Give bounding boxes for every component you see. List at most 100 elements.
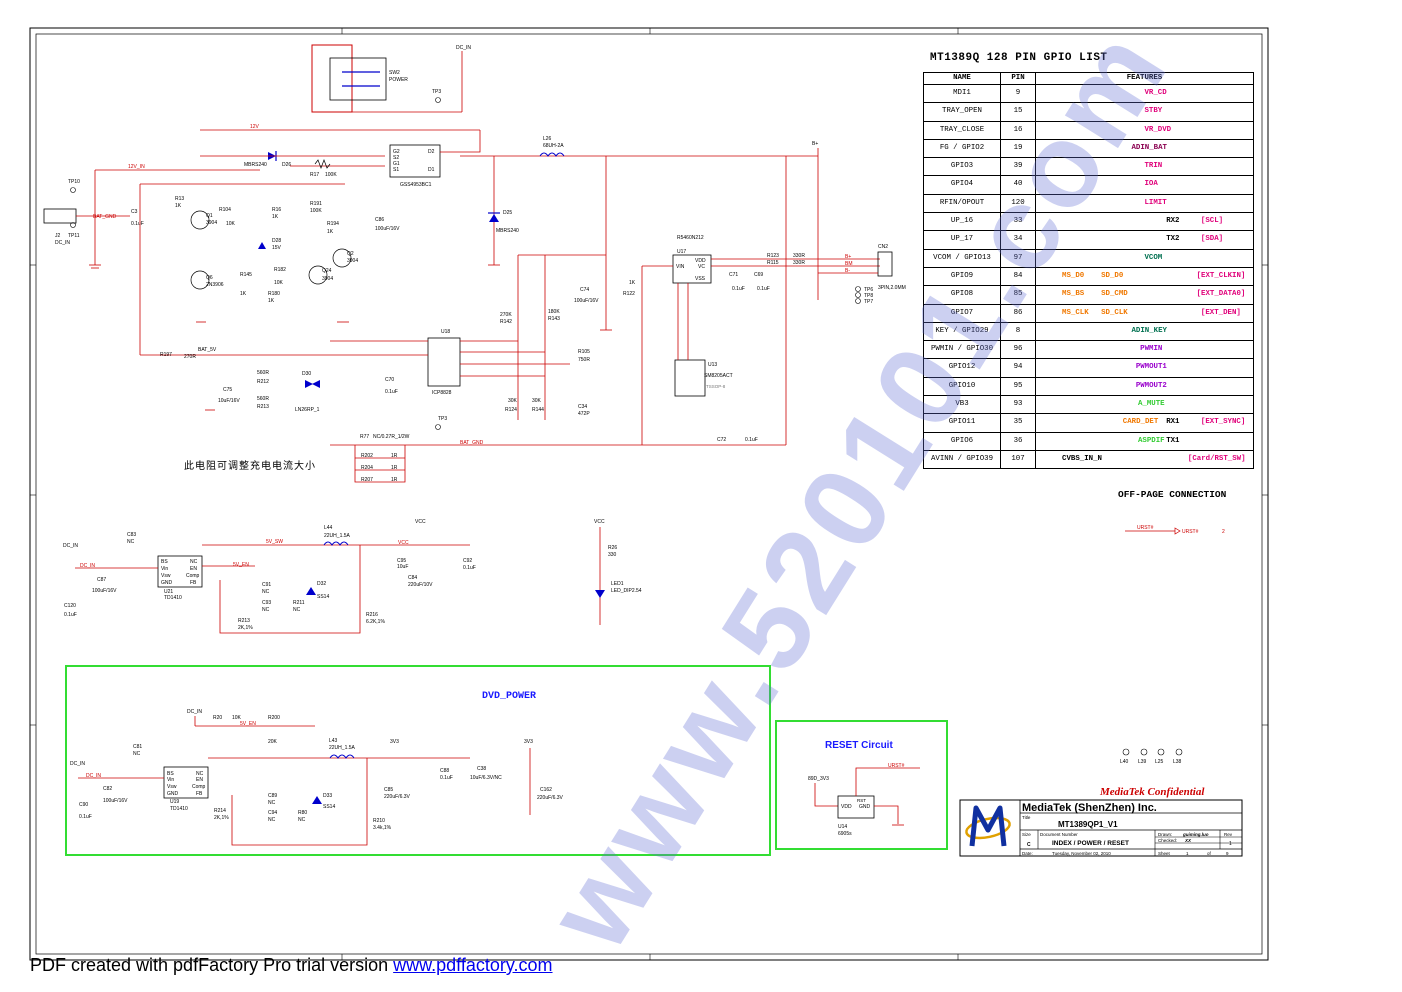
gpio-pin-cell: 33 bbox=[1000, 212, 1036, 232]
bat-5v-label: BAT_5V bbox=[198, 347, 217, 353]
gpio-name-cell: GPIO11 bbox=[923, 413, 1001, 433]
r104-value: 10K bbox=[226, 221, 236, 227]
r77-value: NC/0.27R_1/2W bbox=[373, 434, 410, 440]
c81-label: C81 bbox=[133, 744, 142, 750]
gpio-feature: ASPDIF bbox=[1137, 436, 1165, 445]
r213-value: 560R bbox=[257, 396, 269, 402]
tp7-label: TP7 bbox=[864, 299, 873, 305]
r145-label: R145 bbox=[240, 272, 252, 278]
footer-text: PDF created with pdfFactory Pro trial ve… bbox=[30, 955, 394, 975]
gss-d2: D2 bbox=[428, 149, 435, 155]
gpio-name-cell: KEY / GPIO29 bbox=[923, 321, 1001, 342]
mid-5v-section: DC_IN C83 NC BS Vin Vsw GND NC EN Comp F… bbox=[63, 519, 642, 634]
dvd-3v3-right-label: 3V3 bbox=[524, 739, 533, 745]
u19-gnd: GND bbox=[167, 791, 179, 797]
gpio-pin-cell: 85 bbox=[1000, 285, 1036, 305]
tb-size-label: Size bbox=[1022, 832, 1031, 837]
title-block: MediaTek (ShenZhen) Inc. Title MT1389QP1… bbox=[959, 799, 1243, 857]
j2-dcin-label: DC_IN bbox=[55, 240, 70, 246]
vcc-label: VCC bbox=[415, 519, 426, 525]
gpio-feature: [Card/RST_SW] bbox=[1187, 454, 1246, 463]
dvd-dcin-left: DC_IN bbox=[70, 761, 85, 767]
gpio-feature: RX2 bbox=[1166, 217, 1180, 226]
tb-date: Tuesday, November 02, 2010 bbox=[1052, 851, 1111, 856]
gpio-name-cell: TRAY_CLOSE bbox=[923, 120, 1001, 140]
gpio-feature: [EXT_DEN] bbox=[1200, 308, 1241, 317]
c82-label: C82 bbox=[103, 786, 112, 792]
tb-of: 9 bbox=[1226, 851, 1229, 856]
gss4953-label: GSS4953BC1 bbox=[400, 182, 432, 188]
u21-fb: FB bbox=[190, 580, 197, 586]
gpio-feature-cell: A_MUTE bbox=[1035, 395, 1254, 415]
d33-value: SS14 bbox=[323, 804, 335, 810]
gpio-pin-cell: 34 bbox=[1000, 230, 1036, 250]
u19-vsw: Vsw bbox=[167, 784, 177, 790]
mid-dcin-label: DC_IN bbox=[63, 543, 78, 549]
q24-label: Q24 bbox=[322, 268, 332, 274]
d33-label: D33 bbox=[323, 793, 332, 799]
c34-value: 472P bbox=[578, 411, 590, 417]
u21-vin: Vin bbox=[161, 566, 168, 572]
l26-label: L26 bbox=[543, 136, 552, 142]
c71-label: C71 bbox=[729, 272, 738, 278]
gss-g2: G2 bbox=[393, 149, 400, 155]
c3-label: C3 bbox=[131, 209, 138, 215]
gpio-name-cell: VCOM / GPIO13 bbox=[923, 248, 1001, 268]
gpio-feature-cell: STBY bbox=[1035, 102, 1254, 122]
outer-frame bbox=[29, 27, 1269, 961]
mounting-holes: L40 L39 L25 L38 bbox=[1120, 748, 1183, 765]
r142-label: R142 bbox=[500, 319, 512, 325]
dvd-dcin-top: DC_IN bbox=[187, 709, 202, 715]
gpio-name-cell: GPIO6 bbox=[923, 431, 1001, 451]
r207-label: R207 bbox=[361, 477, 373, 483]
j2-label: J2 bbox=[55, 233, 61, 239]
u21-value: TD1410 bbox=[164, 595, 182, 601]
gpio-feature-cell: VR_DVD bbox=[1035, 120, 1254, 140]
u17-value: R5460N212 bbox=[677, 235, 704, 241]
c70-value: 0.1uF bbox=[385, 389, 398, 395]
gpio-feature: [SCL] bbox=[1200, 217, 1224, 226]
u13-label: U13 bbox=[708, 362, 717, 368]
tb-drawn: guiming.luo bbox=[1182, 832, 1209, 837]
tb-docnum-label: Document Number bbox=[1040, 832, 1078, 837]
c3-value: 0.1uF bbox=[131, 221, 144, 227]
off-page-sheet-num: 2 bbox=[1222, 529, 1225, 535]
tb-title: MT1389QP1_V1 bbox=[1058, 820, 1118, 829]
c81-nc: NC bbox=[133, 751, 141, 757]
r80-label: R80 bbox=[298, 810, 307, 816]
r144-label: R144 bbox=[532, 407, 544, 413]
gpio-name-cell: PWMIN / GPIO30 bbox=[923, 340, 1001, 360]
footer-link[interactable]: www.pdffactory.com bbox=[393, 955, 553, 975]
dvd-3v3-label: 3V3 bbox=[390, 739, 399, 745]
c120-label: C120 bbox=[64, 603, 76, 609]
r124-value: 30K bbox=[508, 398, 518, 404]
gpio-feature: MS_D0 bbox=[1062, 271, 1085, 280]
c95-label: C95 bbox=[397, 558, 406, 564]
tb-docnum: INDEX / POWER / RESET bbox=[1052, 840, 1129, 847]
r210-label: R210 bbox=[373, 818, 385, 824]
c94-nc: NC bbox=[268, 817, 276, 823]
tp10-label: TP10 bbox=[68, 179, 80, 185]
bat-gnd-label: BAT_GND bbox=[93, 214, 117, 220]
frame-zone-ticks bbox=[30, 28, 1268, 960]
gpio-name-cell: VB3 bbox=[923, 395, 1001, 415]
c83-nc: NC bbox=[127, 539, 135, 545]
u17-body bbox=[672, 254, 712, 284]
r16-value: 1K bbox=[272, 214, 279, 220]
c88-label: C88 bbox=[440, 768, 449, 774]
u21-comp: Comp bbox=[186, 573, 200, 579]
gss-d1: D1 bbox=[428, 167, 435, 173]
gpio-feature: VCOM bbox=[1144, 253, 1163, 262]
gpio-pin-cell: 120 bbox=[1000, 193, 1036, 214]
gpio-pin-cell: 39 bbox=[1000, 157, 1036, 177]
led1-label: LED1 bbox=[611, 581, 624, 587]
u21-label: U21 bbox=[164, 589, 173, 595]
r204-value: 1R bbox=[391, 465, 398, 471]
